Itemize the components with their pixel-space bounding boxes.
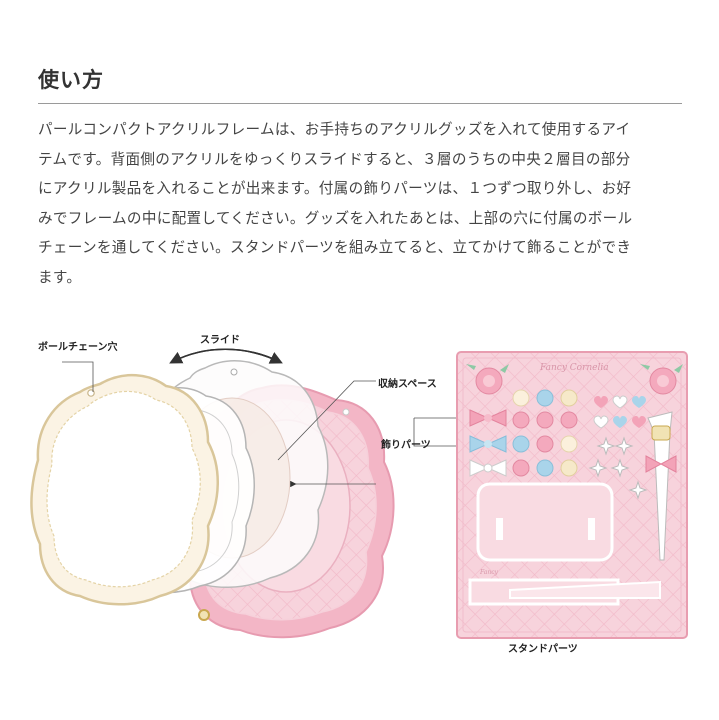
usage-line-3: にアクリル製品を入れることが出来ます。付属の飾りパーツは、１つずつ取り外し、お好 [38, 180, 632, 198]
ball-chain-leader [62, 361, 94, 392]
usage-line-2: テムです。背面側のアクリルをゆっくりスライドすると、３層のうちの中央２層目の部分 [38, 150, 631, 168]
usage-description: パールコンパクトアクリルフレームは、お手持ちのアクリルグッズを入れて使用するアイ… [38, 115, 684, 293]
slide-arrow-back [169, 348, 281, 364]
pearl-grid [512, 389, 578, 477]
front-frame-layer [30, 373, 219, 621]
svg-text:Fancy Cornelia: Fancy Cornelia [539, 363, 609, 373]
title-divider [38, 103, 682, 104]
diagram-illustration: Fancy Cornelia [30, 348, 688, 639]
label-slide: スライド [200, 335, 240, 346]
storage-leader [277, 380, 376, 461]
svg-text:Fancy: Fancy [479, 569, 499, 576]
usage-line-4: みでフレームの中に配置してください。グッズを入れたあとは、上部の穴に付属のボール [38, 209, 633, 227]
product-diagram: Fancy Cornelia [0, 300, 719, 680]
usage-line-1: パールコンパクトアクリルフレームは、お手持ちのアクリルグッズを入れて使用するアイ [38, 121, 631, 138]
section-title: 使い方 [38, 68, 104, 92]
label-storage-space: 収納スペース [378, 379, 437, 390]
heart-grid [593, 395, 646, 429]
label-stand-parts: スタンドパーツ [508, 644, 578, 655]
label-decoration-parts: 飾りパーツ [381, 440, 431, 451]
usage-line-6: ます。 [38, 268, 82, 286]
accessory-sheet: Fancy Cornelia [456, 351, 688, 639]
label-ball-chain-hole: ボールチェーン穴 [38, 342, 118, 353]
usage-line-5: チェーンを通してください。スタンドパーツを組み立てると、立てかけて飾ることができ [38, 239, 632, 257]
